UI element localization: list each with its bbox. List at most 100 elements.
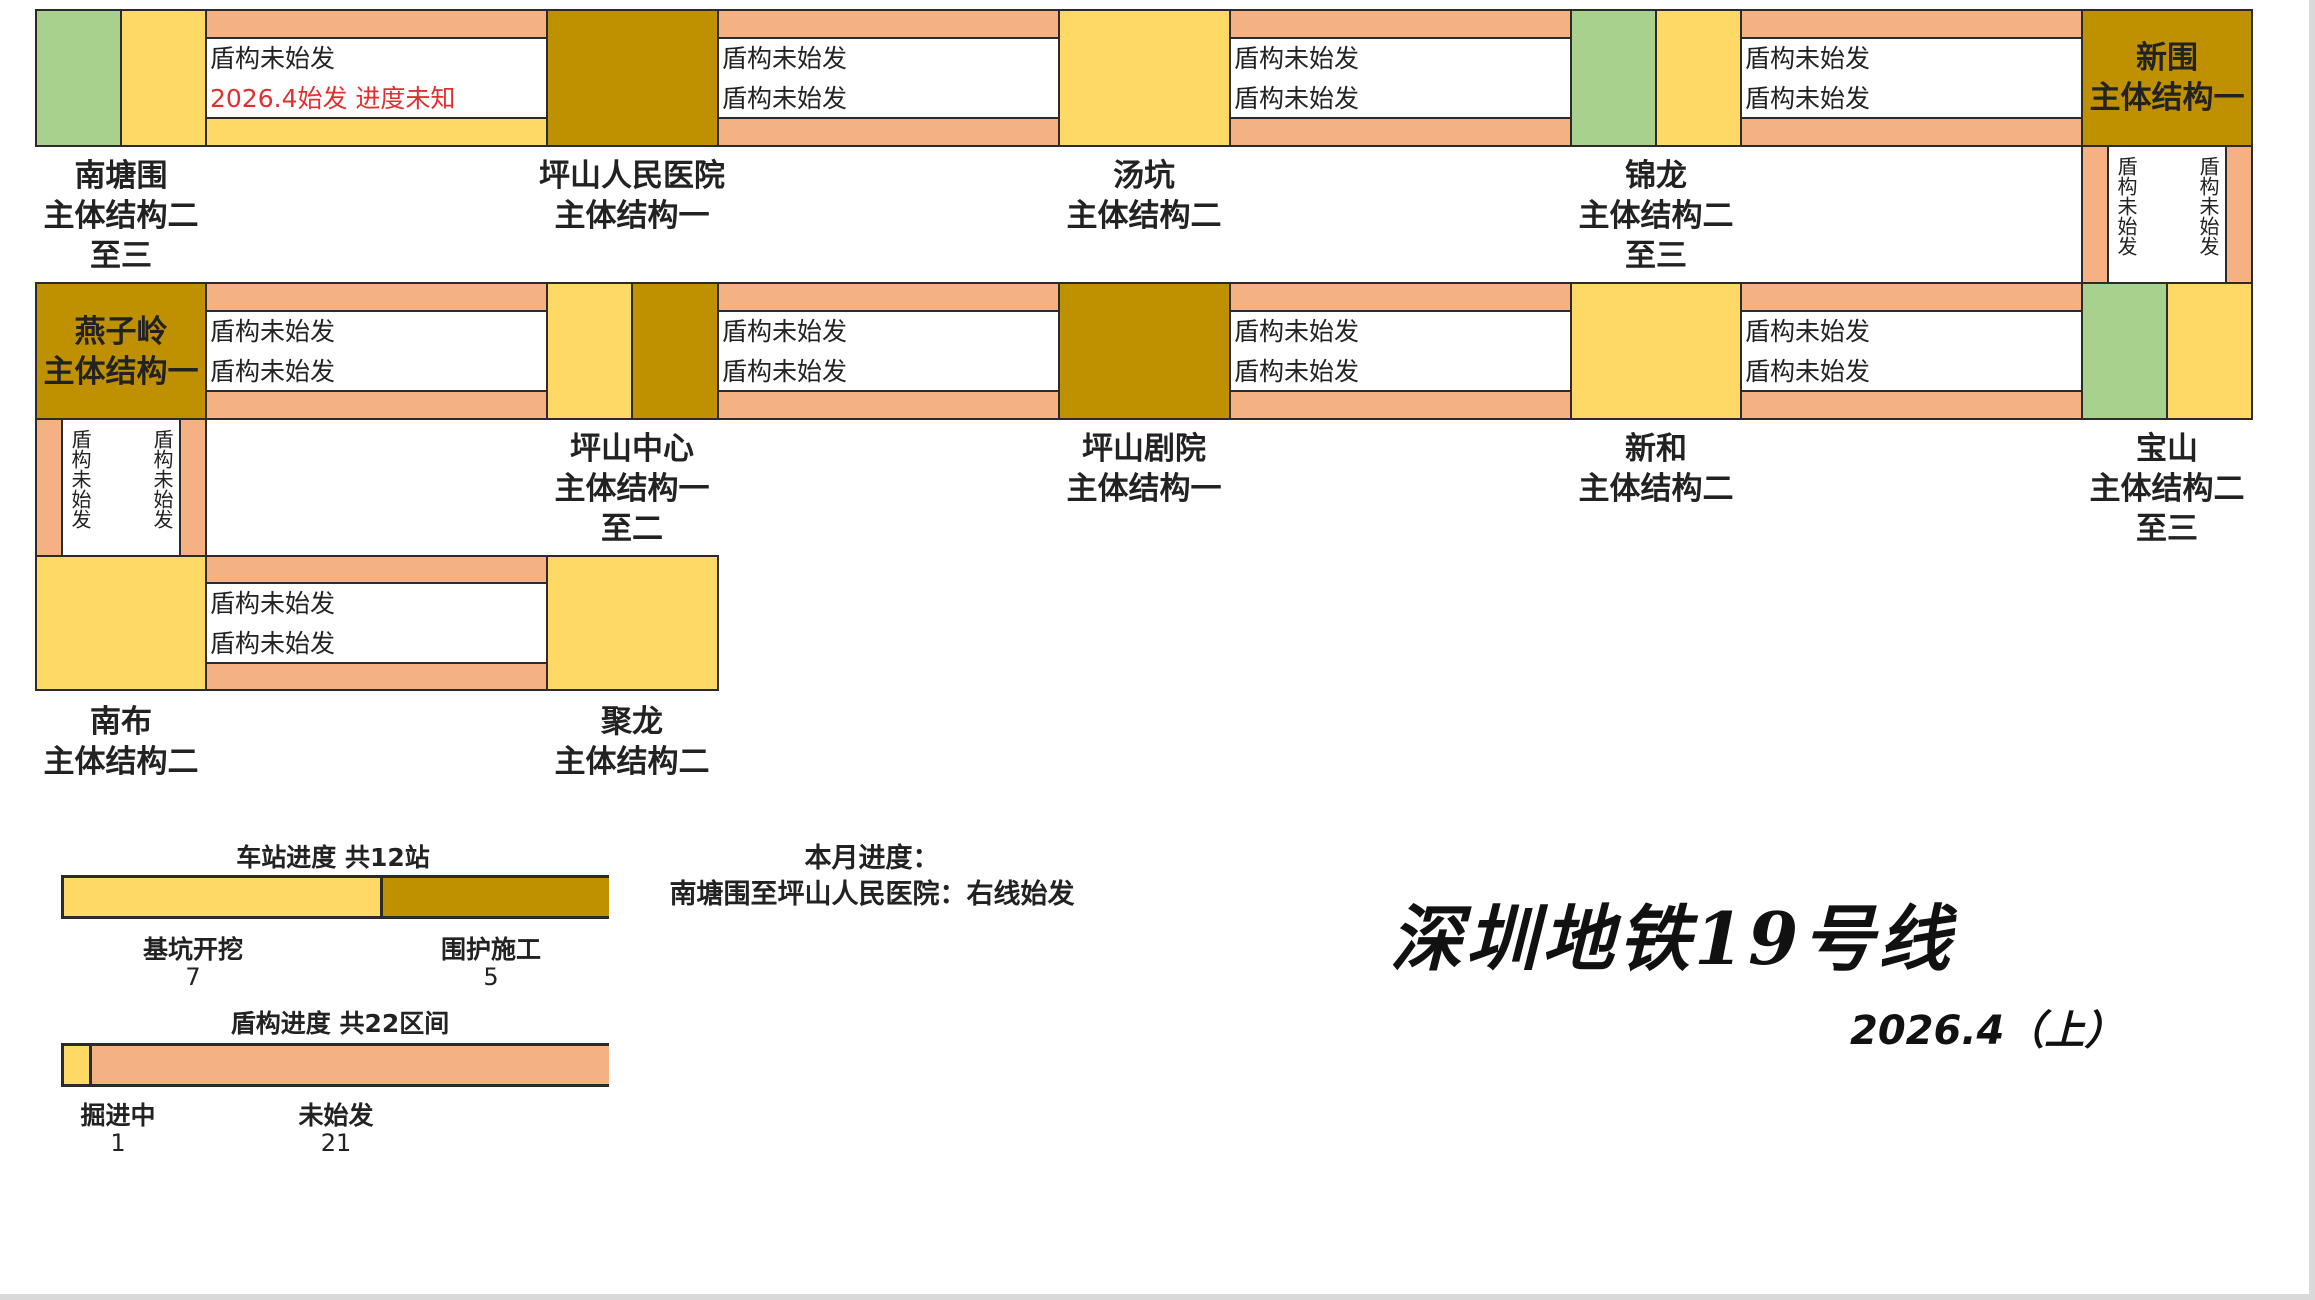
- section-text-s4-b: 盾构未始发: [1745, 84, 1870, 113]
- station-progress-bar: [61, 875, 609, 919]
- station-block-nanbu-0: [35, 555, 207, 691]
- section-text-s6-a: 盾构未始发: [722, 317, 847, 346]
- section-text-s7-a: 盾构未始发: [1234, 317, 1359, 346]
- page-right-edge: [2309, 0, 2315, 1300]
- tunnel-body-s2: [717, 37, 1060, 119]
- station-status-pingshan-hospital: 主体结构一: [555, 198, 710, 234]
- monthly-progress-text: 南塘围至坪山人民医院：右线始发: [669, 879, 1075, 910]
- legend-count-excavation: 7: [185, 963, 201, 991]
- station-legend-title: 车站进度 共12站: [236, 843, 430, 872]
- monthly-progress-title: 本月进度：: [804, 843, 940, 874]
- station-name-pingshan-theatre: 坪山剧院: [1082, 431, 1206, 467]
- section-text-s7-b: 盾构未始发: [1234, 357, 1359, 386]
- station-block-baoshan-0: [2081, 282, 2168, 420]
- station-block-pingshan-center-0: [546, 282, 633, 420]
- station-name-pingshan-center: 坪山中心: [570, 431, 694, 467]
- station-block-nantangwei-0: [35, 9, 122, 147]
- section-text-s2-b: 盾构未始发: [722, 84, 847, 113]
- page-title: 深圳地铁19号线: [1390, 896, 1955, 981]
- section-text-s4-a: 盾构未始发: [1745, 44, 1870, 73]
- station-bar-enclosure: [380, 878, 609, 916]
- section-text-s5-a: 盾构未始发: [210, 317, 335, 346]
- section-text-s1-b: 2026.4始发 进度未知: [210, 84, 455, 113]
- station-name-baoshan: 宝山: [2136, 431, 2198, 467]
- tunnel-band-bottom-s2: [717, 117, 1060, 147]
- tunnel-band-right-v1: [2225, 145, 2253, 284]
- section-text-s3-a: 盾构未始发: [1234, 44, 1359, 73]
- tunnel-band-bottom-s3: [1229, 117, 1572, 147]
- station-block-baoshan-1: [2166, 282, 2253, 420]
- tunnel-band-right-v2: [179, 418, 207, 557]
- tunnel-band-bottom-s1: [205, 117, 548, 147]
- tunnel-band-left-v2: [35, 418, 63, 557]
- legend-count-tunneling: 1: [110, 1129, 126, 1157]
- tunnel-body-s4: [1740, 37, 2083, 119]
- report-date: 2026.4（上）: [1850, 1008, 2125, 1054]
- tunnel-band-top-s4: [1740, 9, 2083, 39]
- tunnel-band-top-s6: [717, 282, 1060, 312]
- section-text-s9-a: 盾构未始发: [210, 589, 335, 618]
- station-status-pingshan-center: 主体结构一: [555, 471, 710, 507]
- station-status2-baoshan: 至三: [2136, 511, 2198, 547]
- section-text-s2-a: 盾构未始发: [722, 44, 847, 73]
- section-text-s6-b: 盾构未始发: [722, 357, 847, 386]
- station-name-yanziling: 燕子岭: [75, 314, 168, 350]
- section-text-s9-b: 盾构未始发: [210, 629, 335, 658]
- tunnel-band-bottom-s7: [1229, 390, 1572, 420]
- shield-bar-not-started: [88, 1046, 609, 1084]
- station-block-jinlong-0: [1570, 9, 1657, 147]
- section-text-v2-b: 盾构未始发: [150, 429, 174, 529]
- section-text-v1-b: 盾构未始发: [2196, 156, 2220, 256]
- section-text-v2-a: 盾构未始发: [68, 429, 92, 529]
- station-status-xinhe: 主体结构二: [1579, 471, 1734, 507]
- station-block-nantangwei-1: [120, 9, 207, 147]
- station-name-pingshan-hospital: 坪山人民医院: [539, 158, 725, 194]
- tunnel-band-top-s9: [205, 555, 548, 584]
- station-block-pingshan-hospital-0: [546, 9, 719, 147]
- station-block-xinwei-0: [2081, 9, 2253, 147]
- legend-label-not-started: 未始发: [298, 1101, 374, 1130]
- legend-label-enclosure: 围护施工: [440, 935, 542, 964]
- station-block-yanziling-0: [35, 282, 207, 420]
- station-block-tangkeng-0: [1058, 9, 1231, 147]
- section-text-s5-b: 盾构未始发: [210, 357, 335, 386]
- station-block-jinlong-1: [1655, 9, 1742, 147]
- station-name-tangkeng: 汤坑: [1113, 158, 1175, 194]
- station-name-jinlong: 锦龙: [1625, 158, 1687, 194]
- station-status-tangkeng: 主体结构二: [1067, 198, 1222, 234]
- station-bar-excavation: [64, 878, 381, 916]
- tunnel-body-s8: [1740, 310, 2083, 392]
- tunnel-band-top-s3: [1229, 9, 1572, 39]
- shield-bar-tunneling: [64, 1046, 89, 1084]
- tunnel-body-s7: [1229, 310, 1572, 392]
- station-block-pingshan-center-1: [631, 282, 719, 420]
- legend-label-tunneling: 掘进中: [80, 1101, 156, 1130]
- station-status-nanbu: 主体结构二: [44, 744, 199, 780]
- section-text-s1-a: 盾构未始发: [210, 44, 335, 73]
- page-bottom-edge: [0, 1294, 2315, 1300]
- station-name-nanbu: 南布: [90, 704, 152, 740]
- legend-count-enclosure: 5: [483, 963, 499, 991]
- tunnel-body-v1: [2107, 145, 2227, 284]
- tunnel-band-bottom-s6: [717, 390, 1060, 420]
- station-status-baoshan: 主体结构二: [2090, 471, 2245, 507]
- tunnel-band-bottom-s9: [205, 662, 548, 691]
- station-status2-jinlong: 至三: [1625, 238, 1687, 274]
- station-name-xinhe: 新和: [1625, 431, 1687, 467]
- station-status-julong: 主体结构二: [555, 744, 710, 780]
- station-status2-pingshan-center: 至二: [601, 511, 663, 547]
- station-block-pingshan-theatre-0: [1058, 282, 1231, 420]
- tunnel-band-top-s7: [1229, 282, 1572, 312]
- section-text-s8-b: 盾构未始发: [1745, 357, 1870, 386]
- station-status-yanziling: 主体结构一: [44, 354, 199, 390]
- shield-progress-bar: [61, 1043, 609, 1087]
- legend-label-excavation: 基坑开挖: [142, 935, 244, 964]
- station-name-nantangwei: 南塘围: [75, 158, 168, 194]
- shield-legend-title: 盾构进度 共22区间: [230, 1009, 450, 1038]
- station-block-julong-0: [546, 555, 719, 691]
- station-status-xinwei: 主体结构一: [2090, 80, 2245, 116]
- station-status2-nantangwei: 至三: [90, 238, 152, 274]
- tunnel-band-bottom-s4: [1740, 117, 2083, 147]
